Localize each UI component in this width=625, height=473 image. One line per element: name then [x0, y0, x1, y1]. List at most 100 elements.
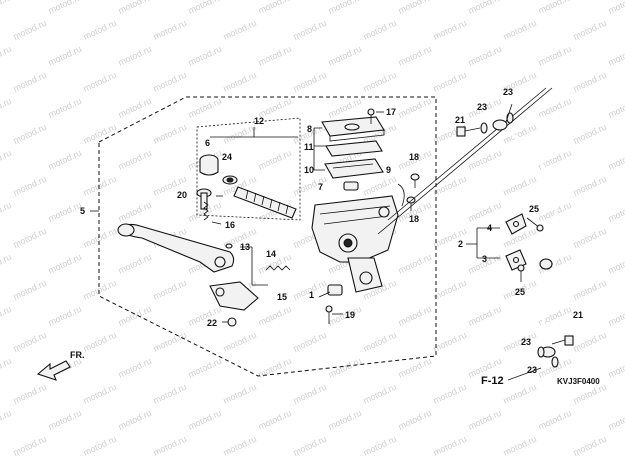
callout-13: 13 [240, 242, 250, 252]
watermark-text: motod.ru [0, 44, 13, 68]
callout-1: 1 [309, 290, 314, 300]
watermark-text: motod.ru [397, 304, 433, 328]
dust-boot [199, 154, 219, 176]
bracket-8-11-10 [313, 127, 326, 171]
callout-12: 12 [254, 116, 264, 126]
callout-19: 19 [345, 310, 355, 320]
watermark-text: motod.ru [397, 356, 433, 380]
watermark-text: motod.ru [0, 252, 13, 276]
bracket-12 [210, 127, 298, 138]
watermark-text: motod.ru [82, 174, 118, 198]
watermark-text: motod.ru [572, 278, 608, 302]
watermark-text: motod.ru [82, 18, 118, 42]
callout-22: 22 [207, 318, 217, 328]
watermark-text: motod.ru [502, 18, 538, 42]
callout-2: 2 [458, 239, 463, 249]
watermark-text: motod.ru [537, 44, 573, 68]
watermark-text: motod.ru [572, 330, 608, 354]
watermark-text: motod.ru [222, 122, 258, 146]
watermark-text: motod.ru [572, 70, 608, 94]
float [343, 181, 359, 191]
watermark-text: motod.ru [82, 278, 118, 302]
watermark-text: motod.ru [257, 408, 293, 432]
watermark-text: motod.ru [397, 96, 433, 120]
watermark-text: motod.ru [397, 0, 433, 16]
diaphragm [324, 158, 384, 179]
watermark-text: motod.ru [397, 408, 433, 432]
watermark-text: motod.ru [47, 44, 83, 68]
pivot-bolt [196, 188, 212, 210]
watermark-text: motod.ru [607, 408, 625, 432]
inner-outline [196, 117, 301, 221]
watermark-text: motod.ru [432, 174, 468, 198]
callout-24: 24 [222, 152, 232, 162]
bolt-18-upper [410, 173, 420, 188]
hose-clamp-upper [505, 213, 527, 235]
diaphragm-plate [325, 140, 383, 157]
watermark-text: motod.ru [117, 0, 153, 16]
watermark-text: motod.ru [257, 0, 293, 16]
watermark-text: motod.ru [467, 44, 503, 68]
diagram-code: KVJ3F0400 [557, 377, 600, 386]
watermark-text: motod.ru [12, 18, 48, 42]
watermark-text: motod.ru [187, 408, 223, 432]
banjo-bolt-lower [551, 335, 574, 346]
callout-23-d: 23 [527, 365, 537, 375]
watermark-text: motod.ru [187, 356, 223, 380]
watermark-text: motod.ru [47, 148, 83, 172]
watermark-text: motod.ru [47, 0, 83, 16]
watermark-text: motod.ru [432, 330, 468, 354]
watermark-text: motod.ru [607, 44, 625, 68]
master-cylinder-body [311, 195, 399, 293]
reservoir-cap [321, 116, 385, 142]
callout-23-a: 23 [477, 102, 487, 112]
bolt-18-lower [406, 196, 416, 211]
watermark-text: motod.ru [152, 278, 188, 302]
callout-25-lower: 25 [515, 287, 525, 297]
watermark-text: motod.ru [82, 382, 118, 406]
watermark-text: motod.ru [572, 226, 608, 250]
watermark-text: motod.ru [0, 0, 13, 16]
callout-8: 8 [307, 124, 312, 134]
watermark-text: motod.ru [292, 18, 328, 42]
breather-tube [397, 183, 405, 207]
callout-3: 3 [482, 254, 487, 264]
callout-5: 5 [80, 206, 85, 216]
front-direction-arrow: FR. [36, 350, 85, 381]
callout-6: 6 [205, 138, 210, 148]
watermark-text: motod.ru [222, 330, 258, 354]
callout-23-c: 23 [521, 337, 531, 347]
watermark-text: motod.ru [0, 96, 13, 120]
watermark-text: motod.ru [0, 304, 13, 328]
screw-19 [325, 305, 333, 324]
watermark-text: motod.ru [47, 304, 83, 328]
watermark-text: motod.ru [537, 408, 573, 432]
clutch-lever [117, 223, 235, 273]
leader-line [211, 221, 222, 225]
watermark-text: motod.ru [152, 18, 188, 42]
watermark-text: motod.ru [12, 382, 48, 406]
callout-9: 9 [386, 165, 391, 175]
watermark-text: motod.ru [82, 122, 118, 146]
page-reference: F-12 [481, 375, 504, 387]
watermark-text: motod.ru [257, 148, 293, 172]
leader-line [387, 87, 547, 221]
watermark-text: motod.ru [432, 278, 468, 302]
watermark-text: motod.ru [292, 70, 328, 94]
watermark-text: motod.ru [467, 148, 503, 172]
watermark-text: motod.ru [257, 44, 293, 68]
callout-4: 4 [487, 223, 492, 233]
watermark-text: motod.ru [607, 304, 625, 328]
callout-7: 7 [318, 182, 323, 192]
watermark-text: motod.ru [82, 330, 118, 354]
banjo-bolt-upper [456, 126, 481, 137]
front-direction-label: FR. [70, 350, 85, 360]
watermark-text: motod.ru [117, 44, 153, 68]
nut-22 [227, 317, 237, 327]
watermark-text: motod.ru [362, 70, 398, 94]
watermark-text: motod.ru [432, 70, 468, 94]
watermark-text: motod.ru [572, 174, 608, 198]
watermark-text: motod.ru [187, 44, 223, 68]
watermark-text: motod.ru [362, 174, 398, 198]
watermark-text: motod.ru [12, 278, 48, 302]
